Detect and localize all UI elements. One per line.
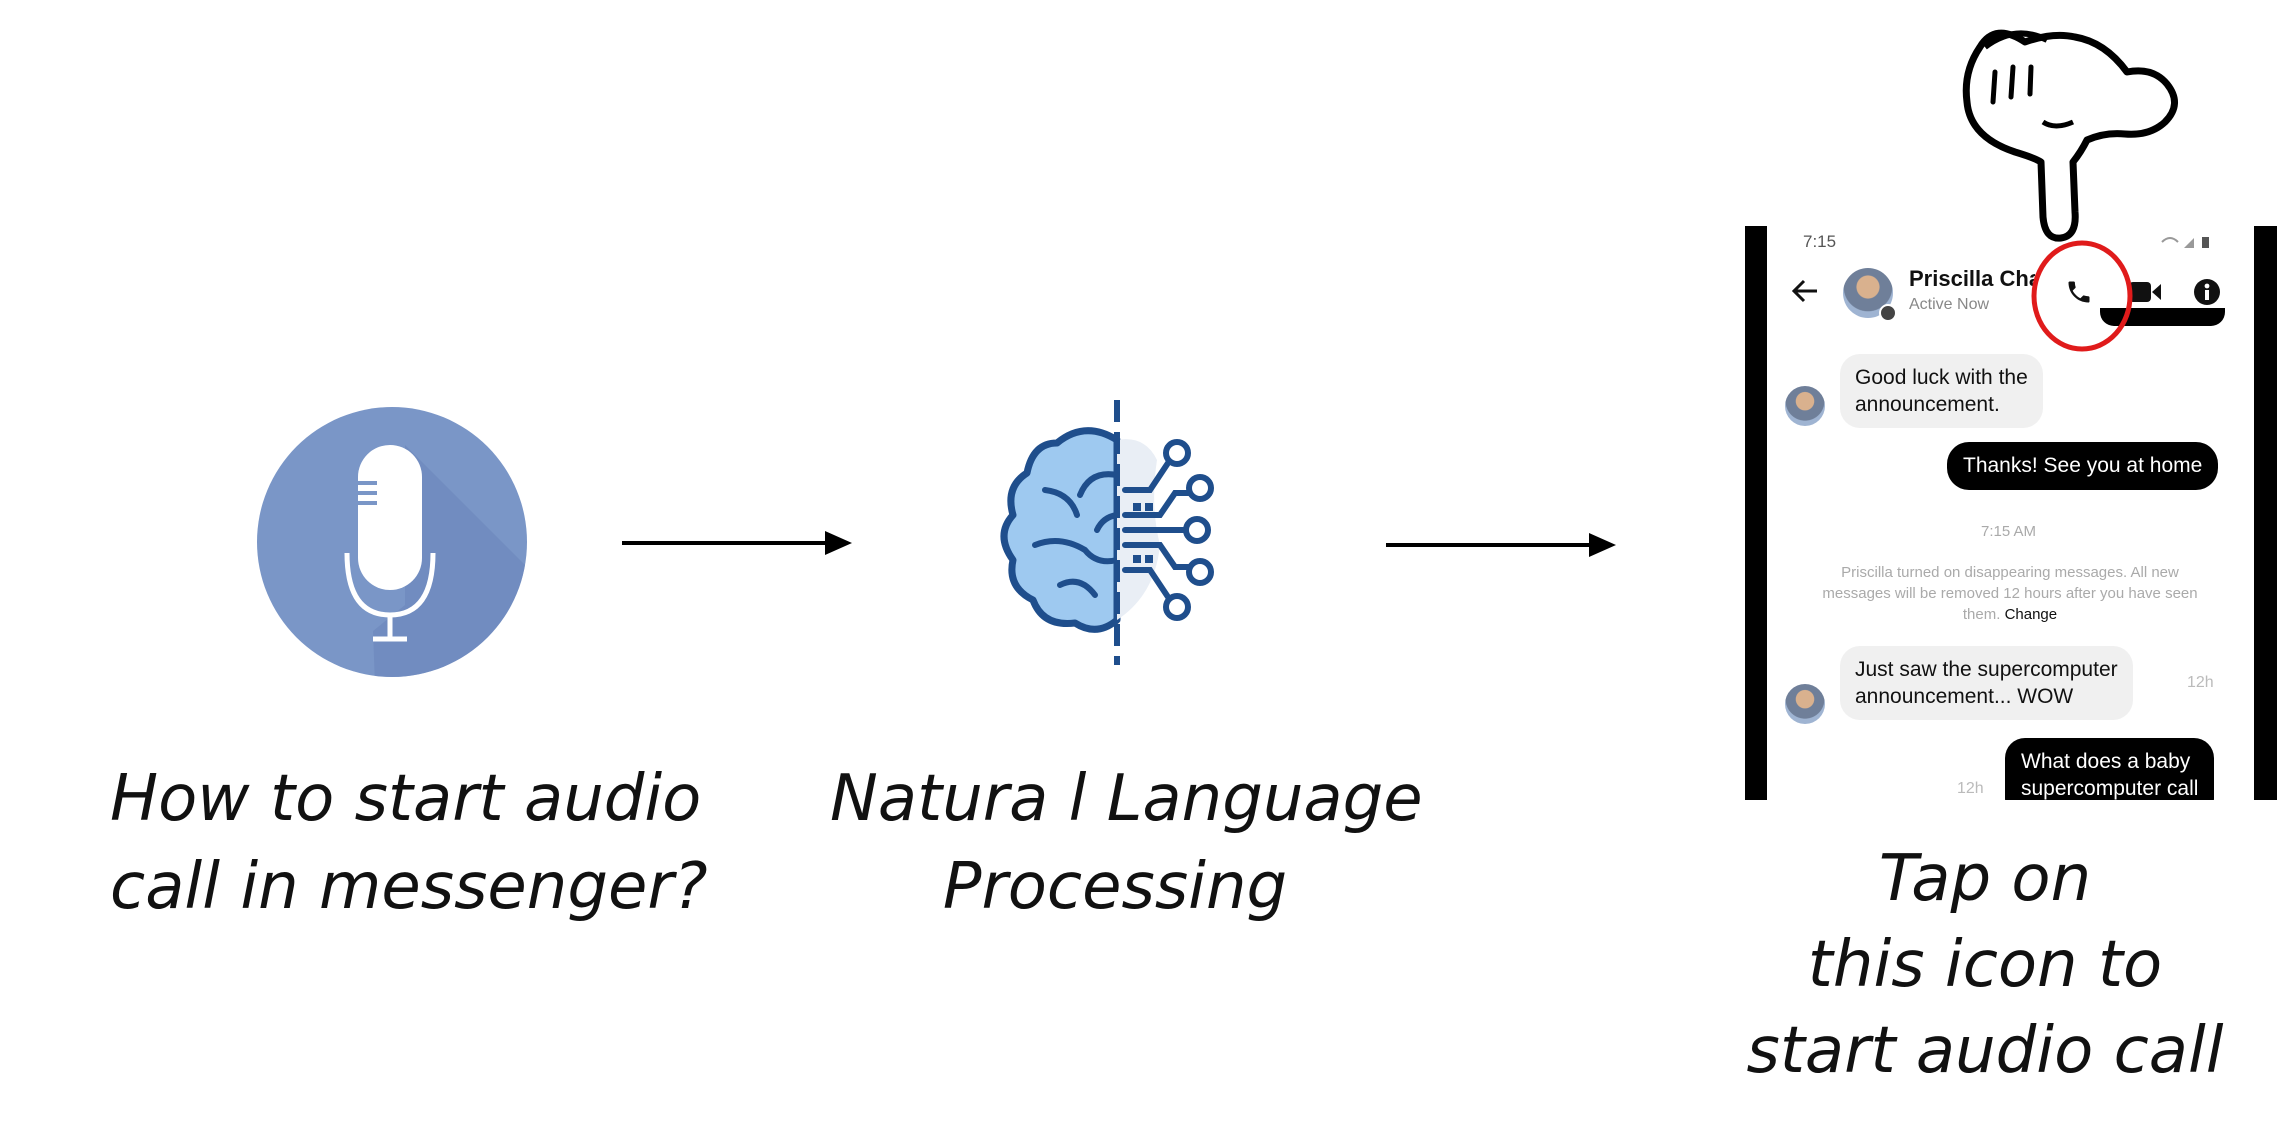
notice-line: messages will be removed 12 hours after … <box>1822 585 2198 602</box>
partial-bubble <box>2100 308 2225 326</box>
message-time: 12h <box>2187 674 2214 691</box>
system-notice: Priscilla turned on disappearing message… <box>1775 562 2245 625</box>
notice-line: Priscilla turned on disappearing message… <box>1841 564 2179 581</box>
brain-circuit-icon <box>985 395 1245 670</box>
video-camera-icon[interactable] <box>2128 279 2162 305</box>
step-1-caption-line: call in messenger? <box>110 850 708 924</box>
message-bubble-outgoing: Thanks! See you at home <box>1947 442 2219 490</box>
message-text: Just saw the supercomputer <box>1855 658 2118 681</box>
phone-frame-right <box>2254 226 2277 800</box>
phone-icon[interactable] <box>2065 278 2093 306</box>
step-1-caption-line: How to start audio <box>110 762 702 836</box>
message-bubble-outgoing: What does a baby supercomputer call <box>2005 738 2215 800</box>
pointing-hand-icon <box>1955 12 2185 247</box>
step-3-caption-line: this icon to <box>1807 928 2163 1002</box>
message-text: Good luck with the <box>1855 366 2028 389</box>
message-text: Thanks! See you at home <box>1963 454 2203 477</box>
change-link[interactable]: Change <box>2004 606 2058 623</box>
contact-status: Active Now <box>1909 296 1990 313</box>
message-text: announcement. <box>1855 393 2000 416</box>
status-icons <box>2161 237 2209 248</box>
contact-name: Priscilla Chan <box>1909 266 2055 291</box>
arrow-1 <box>622 531 852 555</box>
message-avatar <box>1785 684 1825 724</box>
step-2-caption-line: Natura l Language <box>830 762 1423 836</box>
arrow-2 <box>1386 533 1616 557</box>
step-3-caption-line: start audio call <box>1746 1014 2224 1088</box>
step-2-caption: Natura l Language Processing <box>830 755 1423 931</box>
info-icon[interactable] <box>2193 278 2221 306</box>
phone-frame-left <box>1745 226 1767 800</box>
step-3-caption: Tap on this icon to start audio call <box>1700 836 2270 1094</box>
message-bubble-incoming: Good luck with the announcement. <box>1840 354 2043 428</box>
status-time: 7:15 <box>1803 232 1837 251</box>
step-2-caption-line: Processing <box>942 850 1288 924</box>
message-text: announcement... WOW <box>1855 685 2074 708</box>
message-avatar <box>1785 386 1825 426</box>
highlight-ring <box>2031 240 2133 352</box>
timestamp: 7:15 AM <box>1981 523 2037 540</box>
messenger-screenshot: 7:15 Priscilla Chan Active Now Good luck… <box>1745 226 2277 800</box>
microphone-icon <box>255 405 530 680</box>
back-arrow-icon[interactable] <box>1790 276 1820 306</box>
notice-line: them. <box>1962 606 2001 623</box>
step-1-caption: How to start audio call in messenger? <box>110 755 708 931</box>
message-time: 12h <box>1957 780 1984 797</box>
message-text: What does a baby <box>2021 750 2191 773</box>
online-dot <box>1879 304 1897 322</box>
message-text: supercomputer call <box>2021 777 2199 800</box>
message-bubble-incoming: Just saw the supercomputer announcement.… <box>1840 646 2133 720</box>
step-3-caption-line: Tap on <box>1878 842 2092 916</box>
